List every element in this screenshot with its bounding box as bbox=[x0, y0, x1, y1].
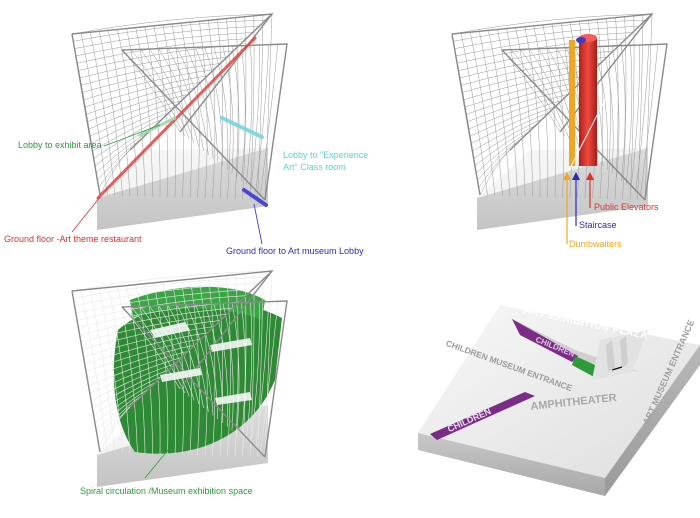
label-dumbwaiters: Dumbwaiters bbox=[569, 239, 622, 249]
base-block bbox=[97, 148, 268, 230]
vertical-circulation bbox=[568, 34, 611, 171]
panel-bottom-left bbox=[71, 270, 288, 487]
leader-lines bbox=[71, 124, 263, 245]
label-spiral-circulation: Spiral circulation /Museum exhibition sp… bbox=[80, 486, 253, 496]
panel-bottom-right bbox=[418, 305, 700, 496]
circulation-paths bbox=[96, 36, 268, 207]
panel-top-left bbox=[71, 13, 288, 245]
panel-top-right bbox=[451, 13, 668, 244]
label-public-elevators: Public Elevators bbox=[594, 202, 659, 212]
spiral-volume bbox=[113, 286, 282, 454]
leader-arrows bbox=[563, 172, 594, 244]
leader-line bbox=[144, 449, 169, 479]
label-staircase: Staircase bbox=[579, 220, 617, 230]
structure-frame bbox=[71, 270, 288, 458]
plaza-side-left bbox=[418, 433, 605, 496]
spiral-gaps bbox=[150, 322, 252, 405]
lattice-structure bbox=[71, 13, 288, 201]
label-lobby-to-experience-line1: Lobby to "Experience bbox=[283, 150, 369, 160]
label-lobby-to-experience-line2: Art" Class room bbox=[283, 162, 346, 172]
plaza-side-right bbox=[605, 345, 700, 496]
entrance-slots bbox=[430, 318, 648, 440]
label-ground-floor-museum-lobby: Ground floor to Art museum Lobby bbox=[226, 246, 364, 256]
base-block bbox=[477, 148, 648, 230]
label-lobby-to-exhibit-area: Lobby to exhibit area bbox=[18, 140, 102, 150]
label-ground-floor-restaurant: Ground floor -Art theme restaurant bbox=[4, 234, 142, 244]
